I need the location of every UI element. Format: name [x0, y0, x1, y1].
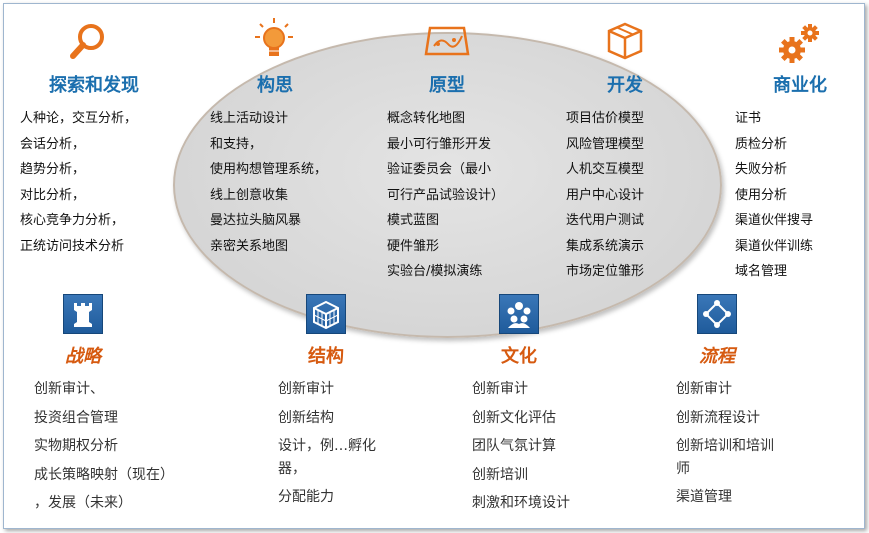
list-item: 模式蓝图: [387, 213, 440, 228]
list-item: 创新培训: [472, 466, 528, 483]
process-cycle-icon: [697, 294, 737, 334]
pillar-title-structure: 结构: [308, 346, 344, 367]
list-item: 渠道管理: [676, 489, 732, 505]
list-item: 器，: [278, 460, 306, 477]
list-item: 分配能力: [278, 489, 334, 505]
lightbulb-icon: [252, 16, 296, 68]
list-item: 可行产品试验设计）: [387, 187, 505, 203]
list-item: 实验台/模拟演练: [387, 264, 483, 279]
list-item: 最小可行雏形开发: [387, 136, 492, 152]
cube-grid-icon: [306, 294, 346, 334]
list-item: 创新审计、: [34, 381, 104, 397]
list-item: 和支持，: [210, 136, 263, 152]
chess-rook-icon: [63, 294, 103, 334]
list-item: 设计，例…孵化: [278, 438, 376, 454]
strategy-list: 创新审计、 投资组合管理 实物期权分析 成长策略映射（现在） ，发展（未来）: [34, 375, 174, 518]
list-item: 创新文化评估: [472, 409, 556, 426]
list-item: 师: [676, 460, 690, 477]
phase-title-explore: 探索和发现: [49, 75, 139, 96]
phase-title-development: 开发: [607, 75, 643, 96]
list-item: 市场定位雏形: [566, 264, 645, 279]
list-item: 创新审计: [472, 381, 528, 397]
magnifier-icon: [65, 20, 109, 68]
list-item: 使用分析: [735, 187, 788, 203]
list-item: 失败分析: [735, 162, 788, 177]
list-item: 渠道伙伴搜寻: [735, 213, 814, 228]
list-item: 团队气氛计算: [472, 438, 556, 454]
list-item: 域名管理: [735, 264, 788, 279]
list-item: 质检分析: [735, 136, 788, 152]
box-icon: [604, 20, 646, 66]
ideation-list: 线上活动设计 和支持， 使用构想管理系统， 线上创意收集 曼达拉头脑风暴 亲密关…: [210, 106, 327, 259]
list-item: 正统访问技术分析: [20, 238, 125, 254]
gears-icon: [776, 20, 824, 70]
list-item: 迭代用户测试: [566, 213, 645, 228]
process-list: 创新审计 创新流程设计 创新培训和培训 师 渠道管理: [676, 375, 774, 512]
list-item: 亲密关系地图: [210, 238, 289, 254]
pillar-title-culture: 文化: [501, 346, 537, 367]
pillar-title-strategy: 战略: [65, 346, 101, 367]
core-phases-ellipse: [173, 32, 722, 338]
list-item: 人机交互模型: [566, 162, 645, 177]
culture-list: 创新审计 创新文化评估 团队气氛计算 创新培训 刺激和环境设计: [472, 375, 570, 518]
phase-title-commercialization: 商业化: [773, 75, 827, 96]
list-item: 曼达拉头脑风暴: [210, 213, 302, 228]
list-item: 实物期权分析: [34, 438, 118, 454]
structure-list: 创新审计 创新结构 设计，例…孵化 器， 分配能力: [278, 375, 376, 512]
explore-list: 人种论，交互分析， 会话分析， 趋势分析， 对比分析， 核心竞争力分析， 正统访…: [20, 106, 137, 259]
list-item: 成长策略映射（现在）: [34, 466, 174, 483]
prototype-list: 概念转化地图 最小可行雏形开发 验证委员会（最小 可行产品试验设计） 模式蓝图 …: [387, 106, 504, 285]
list-item: 创新审计: [676, 381, 732, 397]
list-item: 风险管理模型: [566, 136, 645, 152]
people-group-icon: [499, 294, 539, 334]
commercialization-list: 证书 质检分析 失败分析 使用分析 渠道伙伴搜寻 渠道伙伴训练 域名管理: [735, 106, 813, 285]
list-item: 项目估价模型: [566, 111, 645, 126]
list-item: 人种论，交互分析，: [20, 111, 138, 126]
development-list: 项目估价模型 风险管理模型 人机交互模型 用户中心设计 迭代用户测试 集成系统演…: [566, 106, 644, 285]
list-item: 集成系统演示: [566, 238, 645, 254]
list-item: 概念转化地图: [387, 111, 466, 126]
list-item: 会话分析，: [20, 136, 86, 152]
list-item: 创新培训和培训: [676, 438, 774, 454]
phase-title-ideation: 构思: [257, 75, 293, 96]
list-item: 创新结构: [278, 409, 334, 426]
list-item: 使用构想管理系统，: [210, 162, 328, 177]
list-item: 对比分析，: [20, 187, 86, 203]
list-item: 核心竞争力分析，: [20, 213, 125, 228]
list-item: 创新流程设计: [676, 409, 760, 426]
list-item: 投资组合管理: [34, 409, 118, 426]
list-item: 渠道伙伴训练: [735, 238, 814, 254]
phase-title-prototype: 原型: [429, 75, 465, 96]
list-item: 用户中心设计: [566, 187, 645, 203]
list-item: 线上活动设计: [210, 111, 289, 126]
prototype-sketch-icon: [424, 24, 470, 62]
list-item: 创新审计: [278, 381, 334, 397]
pillar-title-process: 流程: [699, 346, 735, 367]
list-item: 趋势分析，: [20, 162, 86, 177]
list-item: 验证委员会（最小: [387, 162, 492, 177]
list-item: 线上创意收集: [210, 187, 289, 203]
list-item: 刺激和环境设计: [472, 495, 570, 511]
list-item: ，发展（未来）: [34, 495, 132, 511]
list-item: 硬件雏形: [387, 238, 440, 254]
list-item: 证书: [735, 111, 762, 126]
